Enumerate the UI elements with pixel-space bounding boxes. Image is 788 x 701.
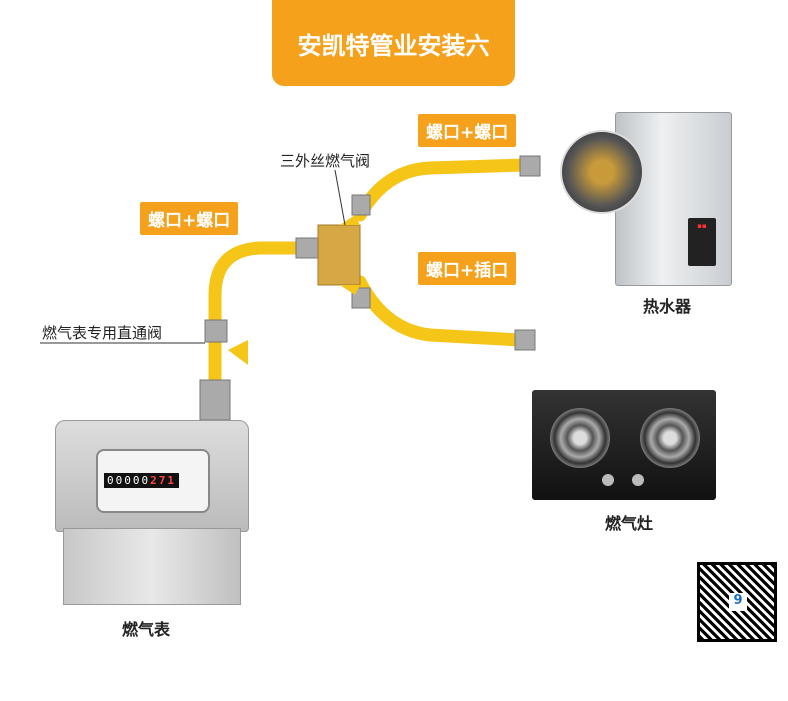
pipe-diagram	[40, 155, 541, 427]
fitting-closeup-image	[560, 130, 644, 214]
meter-reading-black: 00000	[107, 474, 151, 487]
gas-stove-image	[532, 390, 716, 500]
meter-display: 00000271	[96, 449, 210, 513]
valve-label: 三外丝燃气阀	[280, 152, 371, 170]
heater-caption: 热水器	[643, 297, 692, 316]
gas-meter-image: 00000271	[55, 400, 249, 701]
fitting	[204, 319, 228, 343]
stove-caption: 燃气灶	[605, 514, 654, 533]
burner-icon	[550, 408, 610, 468]
tag-top-right: 螺口+螺口	[418, 114, 517, 147]
knob-icon	[602, 474, 614, 486]
fitting	[295, 237, 319, 259]
meter-caption: 燃气表	[122, 620, 171, 639]
heater-panel: ▪▪	[688, 218, 716, 266]
pipe-meter	[208, 241, 312, 427]
fitting	[199, 379, 231, 421]
knob-icon	[632, 474, 644, 486]
pointer-line	[334, 169, 346, 226]
tag-lower-right: 螺口+插口	[418, 252, 517, 285]
fitting	[514, 329, 536, 351]
pipe-stove	[353, 275, 527, 347]
fitting	[519, 155, 541, 177]
title-banner: 安凯特管业安装六	[272, 0, 515, 86]
tag-left: 螺口+螺口	[140, 202, 239, 235]
qr-code: 9	[697, 562, 777, 642]
brand-logo-icon: 9	[729, 593, 747, 611]
meter-valve-label: 燃气表专用直通阀	[42, 324, 163, 342]
burner-icon	[640, 408, 700, 468]
three-way-valve-icon	[317, 194, 371, 309]
meter-reading-red: 271	[150, 474, 176, 487]
barcode-label	[94, 669, 142, 701]
pipe-heater	[353, 158, 532, 222]
meter-valve-handle-icon	[228, 340, 248, 365]
